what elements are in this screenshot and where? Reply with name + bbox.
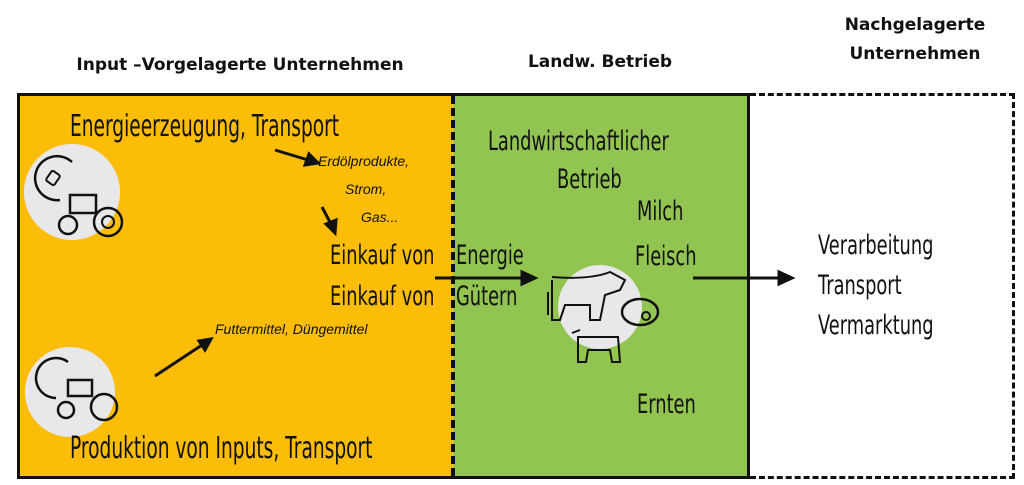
purchase-goods: Gütern (456, 281, 518, 312)
header-downstream-2: Unternehmen (849, 44, 981, 64)
product-meat: Fleisch (635, 241, 697, 272)
product-crops: Ernten (637, 389, 696, 420)
farm-title-line1: Landwirtschaftlicher (488, 126, 669, 157)
header-farm: Landw. Betrieb (527, 52, 673, 72)
energy-item: Gas... (361, 209, 399, 225)
header-downstream-1: Nachgelagerte (844, 15, 986, 35)
energy-tractor-icon (24, 144, 124, 240)
production-tractor-icon (25, 347, 119, 437)
downstream-item: Vermarktung (818, 310, 934, 341)
downstream-item: Transport (818, 270, 902, 301)
livestock-icon (547, 265, 660, 363)
purchase-goods-prefix: Einkauf von (330, 281, 435, 312)
downstream-section-box (750, 93, 1015, 479)
section-divider (451, 96, 455, 476)
downstream-item: Verarbeitung (818, 230, 934, 261)
purchase-energy: Energie (456, 240, 524, 271)
production-title: Produktion von Inputs, Transport (70, 431, 373, 466)
energy-item: Erdölprodukte, (318, 153, 410, 169)
arrows (154, 148, 796, 378)
farm-title-line2: Betrieb (557, 164, 622, 195)
inputs-items: Futtermittel, Düngemittel (215, 321, 368, 337)
product-milk: Milch (637, 196, 684, 227)
header-input: Input –Vorgelagerte Unternehmen (76, 55, 404, 75)
purchase-energy-prefix: Einkauf von (330, 240, 435, 271)
energy-production-title: Energieerzeugung, Transport (70, 109, 340, 144)
energy-item: Strom, (345, 181, 387, 197)
